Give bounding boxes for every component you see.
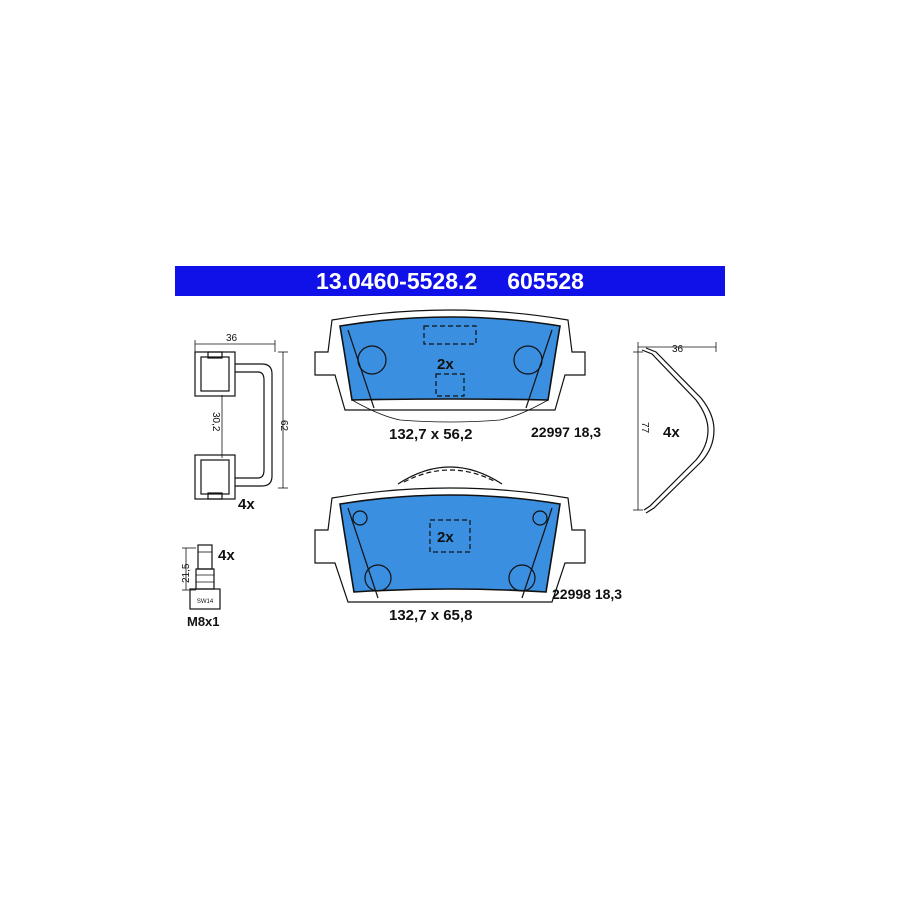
bolt-quantity: 4x [218,547,235,564]
retaining-clip-drawing: 36 62 30,2 4x [194,333,289,513]
article-code: 605528 [507,267,584,294]
pad-top-wva: 22997 18,3 [531,424,601,440]
pad-bottom-quantity: 2x [437,529,454,546]
clip-spacing-dimension: 30,2 [210,412,221,432]
anti-rattle-spring-drawing: 36 77 4x [633,342,717,514]
guide-bolt-drawing: 21,5 SW14 4x M8x1 [181,544,235,629]
spring-quantity: 4x [663,424,680,441]
brake-pad-bottom-drawing: 2x 132,7 x 65,8 22998 18,3 [314,466,622,624]
bolt-thread: M8x1 [187,614,220,629]
pad-bottom-dimensions: 132,7 x 65,8 [389,607,472,624]
pad-top-dimensions: 132,7 x 56,2 [389,426,472,443]
part-number-banner: 13.0460-5528.2 605528 [175,266,725,296]
clip-height-dimension: 62 [278,420,289,432]
clip-width-dimension: 36 [226,333,238,344]
clip-quantity: 4x [238,496,255,513]
part-number: 13.0460-5528.2 [316,267,478,294]
bolt-head-marking: SW14 [197,599,214,605]
spring-height-dimension: 77 [639,422,650,434]
pad-top-quantity: 2x [437,356,454,373]
pad-bottom-wva: 22998 18,3 [552,586,622,602]
bolt-length-dimension: 21,5 [181,563,192,583]
brake-pad-top-drawing: 2x 132,7 x 56,2 22997 18,3 [314,309,601,443]
spring-width-dimension: 36 [672,344,684,355]
